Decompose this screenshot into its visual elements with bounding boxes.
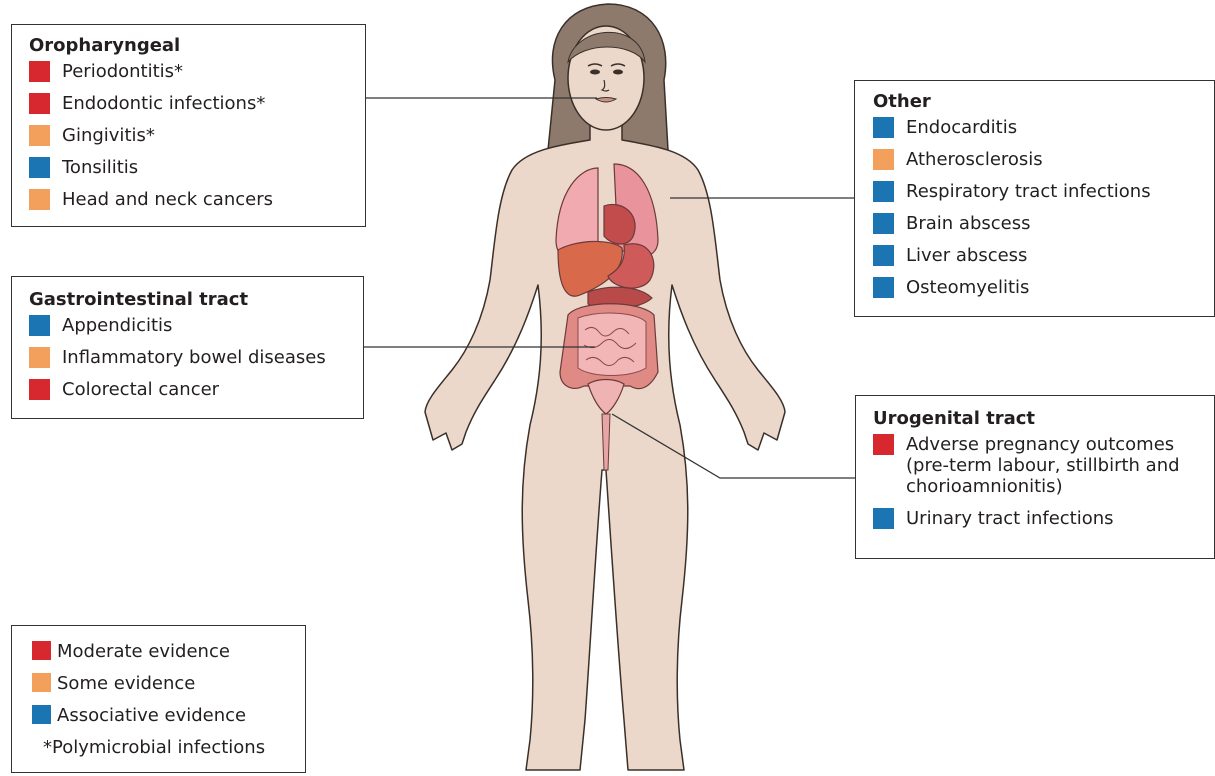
vagina — [602, 414, 610, 470]
other-title: Other — [873, 91, 1206, 113]
associative-evidence-swatch — [873, 277, 894, 298]
gastrointestinal-item: Colorectal cancer — [29, 379, 349, 400]
urogenital-item-label: Urinary tract infections — [906, 508, 1114, 529]
some-evidence-swatch — [29, 189, 50, 210]
other-item-label: Brain abscess — [906, 213, 1030, 234]
oropharyngeal-item-label: Head and neck cancers — [62, 189, 273, 210]
urogenital-title: Urogenital tract — [873, 408, 1208, 430]
legend-item-label: Some evidence — [57, 673, 195, 694]
other-item: Osteomyelitis — [873, 277, 1206, 298]
associative-evidence-swatch — [873, 213, 894, 234]
some-evidence-swatch — [32, 673, 51, 692]
oropharyngeal-item: Head and neck cancers — [29, 189, 351, 210]
oropharyngeal-list: Periodontitis* Endodontic infections* Ging… — [29, 61, 351, 210]
other-item-label: Osteomyelitis — [906, 277, 1029, 298]
gastrointestinal-item: Appendicitis — [29, 315, 349, 336]
gastrointestinal-item-label: Inflammatory bowel diseases — [62, 347, 326, 368]
gastrointestinal-item-label: Colorectal cancer — [62, 379, 219, 400]
oropharyngeal-item-label: Periodontitis* — [62, 61, 183, 82]
oropharyngeal-item: Tonsilitis — [29, 157, 351, 178]
other-item: Brain abscess — [873, 213, 1206, 234]
other-item-label: Liver abscess — [906, 245, 1027, 266]
polymicrobial-note: *Polymicrobial infections — [32, 737, 295, 758]
some-evidence-swatch — [873, 149, 894, 170]
associative-evidence-swatch — [873, 117, 894, 138]
other-item-label: Atherosclerosis — [906, 149, 1043, 170]
other-item-label: Respiratory tract infections — [906, 181, 1151, 202]
associative-evidence-swatch — [29, 157, 50, 178]
oropharyngeal-item: Endodontic infections* — [29, 93, 351, 114]
oropharyngeal-item: Gingivitis* — [29, 125, 351, 146]
other-item: Respiratory tract infections — [873, 181, 1206, 202]
moderate-evidence-swatch — [32, 641, 51, 660]
associative-evidence-swatch — [32, 705, 51, 724]
moderate-evidence-swatch — [29, 61, 50, 82]
legend-item-label: Associative evidence — [57, 705, 246, 726]
oropharyngeal-item-label: Gingivitis* — [62, 125, 155, 146]
moderate-evidence-swatch — [873, 434, 894, 455]
associative-evidence-swatch — [873, 508, 894, 529]
urogenital-item: Urinary tract infections — [873, 508, 1208, 529]
urogenital-item-label: Adverse pregnancy outcomes (pre-term lab… — [906, 434, 1208, 497]
legend-item: Associative evidence — [32, 705, 295, 726]
urogenital-list: Adverse pregnancy outcomes (pre-term lab… — [873, 434, 1208, 529]
legend-item: Moderate evidence — [32, 641, 295, 662]
other-item: Atherosclerosis — [873, 149, 1206, 170]
oropharyngeal-item-label: Endodontic infections* — [62, 93, 265, 114]
legend-item: Some evidence — [32, 673, 295, 694]
oropharyngeal-box: Oropharyngeal Periodontitis* Endodontic i… — [11, 24, 366, 227]
associative-evidence-swatch — [873, 181, 894, 202]
oropharyngeal-item-label: Tonsilitis — [62, 157, 138, 178]
associative-evidence-swatch — [29, 315, 50, 336]
some-evidence-swatch — [29, 125, 50, 146]
urogenital-box: Urogenital tract Adverse pregnancy outco… — [855, 395, 1215, 559]
urogenital-item: Adverse pregnancy outcomes (pre-term lab… — [873, 434, 1208, 497]
gastrointestinal-item-label: Appendicitis — [62, 315, 172, 336]
gastrointestinal-title: Gastrointestinal tract — [29, 289, 349, 311]
some-evidence-swatch — [29, 347, 50, 368]
associative-evidence-swatch — [873, 245, 894, 266]
oropharyngeal-item: Periodontitis* — [29, 61, 351, 82]
gastrointestinal-item: Inflammatory bowel diseases — [29, 347, 349, 368]
small-intestine — [578, 313, 646, 375]
moderate-evidence-swatch — [29, 379, 50, 400]
other-item-label: Endocarditis — [906, 117, 1017, 138]
other-item: Endocarditis — [873, 117, 1206, 138]
oropharyngeal-title: Oropharyngeal — [29, 35, 351, 57]
moderate-evidence-swatch — [29, 93, 50, 114]
other-item: Liver abscess — [873, 245, 1206, 266]
legend-item-label: Moderate evidence — [57, 641, 230, 662]
